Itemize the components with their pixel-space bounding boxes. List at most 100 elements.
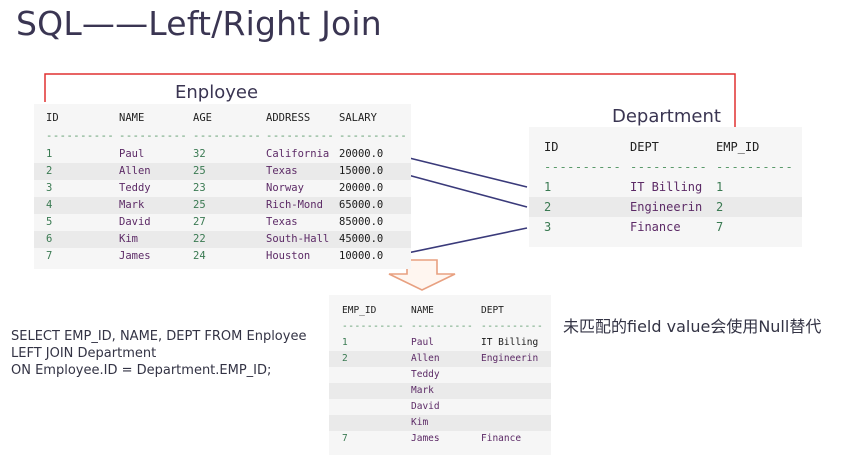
down-arrow-icon <box>388 259 456 291</box>
sql-line: ON Employee.ID = Department.EMP_ID; <box>11 363 272 378</box>
null-note: 未匹配的field value会使用Null替代 <box>563 317 822 336</box>
table-row: 4 Mark 25 Rich-Mond 65000.0 <box>34 197 411 214</box>
result-emp-id-cell: 2 <box>342 353 348 364</box>
table-row: 6 Kim 22 South-Hall 45000.0 <box>34 231 411 248</box>
employee-age-cell: 23 <box>193 182 206 194</box>
employee-age-cell: 32 <box>193 148 206 160</box>
column-header: ID <box>46 112 59 124</box>
column-divider: ---------- <box>193 130 262 142</box>
column-header: EMP_ID <box>342 305 377 316</box>
column-divider: ---------- <box>342 321 405 332</box>
table-row: Mark <box>329 383 551 399</box>
result-dept-cell: Engineerin <box>481 353 539 364</box>
employee-salary-cell: 15000.0 <box>339 165 384 177</box>
employee-name-cell: David <box>119 216 151 228</box>
department-dept-cell: Finance <box>630 220 681 234</box>
employee-id-cell: 3 <box>46 182 53 194</box>
employee-name-cell: James <box>119 250 151 262</box>
department-dept-cell: Engineerin <box>630 200 703 214</box>
column-divider: ---------- <box>339 130 408 142</box>
employee-salary-cell: 85000.0 <box>339 216 384 228</box>
sql-line: LEFT JOIN Department <box>11 346 157 361</box>
table-row: Teddy <box>329 367 551 383</box>
connector-line-3 <box>392 227 528 257</box>
employee-address-cell: Norway <box>266 182 304 194</box>
employee-age-cell: 24 <box>193 250 206 262</box>
employee-salary-cell: 65000.0 <box>339 199 384 211</box>
employee-salary-cell: 20000.0 <box>339 148 384 160</box>
employee-address-cell: California <box>266 148 330 160</box>
table-row: 2 Engineerin 2 <box>529 197 802 217</box>
table-row: 5 David 27 Texas 85000.0 <box>34 214 411 231</box>
join-bracket <box>44 73 736 127</box>
employee-table-label: Enployee <box>175 82 259 103</box>
table-header-row: ID NAME AGE ADDRESS SALARY <box>34 110 411 127</box>
result-name-cell: David <box>411 401 440 412</box>
table-row: 7 James Finance <box>329 431 551 447</box>
table-header-row: EMP_ID NAME DEPT <box>329 303 551 319</box>
table-row: 2 Allen Engineerin <box>329 351 551 367</box>
department-id-cell: 2 <box>544 200 552 214</box>
result-emp-id-cell: 7 <box>342 433 348 444</box>
table-divider-row: ---------- ---------- ---------- <box>329 319 551 335</box>
table-row: 3 Finance 7 <box>529 217 802 237</box>
result-emp-id-cell: 1 <box>342 337 348 348</box>
result-name-cell: Mark <box>411 385 434 396</box>
employee-id-cell: 6 <box>46 233 53 245</box>
table-row: 1 Paul 32 California 20000.0 <box>34 146 411 163</box>
sql-query: SELECT EMP_ID, NAME, DEPT FROM Enployee … <box>11 328 306 379</box>
employee-name-cell: Teddy <box>119 182 151 194</box>
column-header: NAME <box>411 305 434 316</box>
column-header: ID <box>544 140 559 154</box>
result-name-cell: Teddy <box>411 369 440 380</box>
employee-name-cell: Allen <box>119 165 151 177</box>
column-divider: ---------- <box>481 321 544 332</box>
employee-id-cell: 1 <box>46 148 53 160</box>
table-divider-row: ---------- ---------- ---------- -------… <box>34 128 411 145</box>
employee-age-cell: 22 <box>193 233 206 245</box>
table-row: David <box>329 399 551 415</box>
column-divider: ---------- <box>266 130 335 142</box>
department-emp-id-cell: 2 <box>716 200 724 214</box>
employee-id-cell: 4 <box>46 199 53 211</box>
table-header-row: ID DEPT EMP_ID <box>529 137 802 157</box>
sql-line: SELECT EMP_ID, NAME, DEPT FROM Enployee <box>11 329 307 344</box>
employee-name-cell: Paul <box>119 148 145 160</box>
department-emp-id-cell: 1 <box>716 180 724 194</box>
column-header: NAME <box>119 112 145 124</box>
department-table-label: Department <box>612 106 721 127</box>
employee-address-cell: Texas <box>266 165 298 177</box>
table-row: 1 Paul IT Billing <box>329 335 551 351</box>
column-divider: ---------- <box>716 160 794 174</box>
employee-id-cell: 7 <box>46 250 53 262</box>
connector-line-2 <box>392 170 528 208</box>
result-name-cell: Paul <box>411 337 434 348</box>
table-row: Kim <box>329 415 551 431</box>
column-header: AGE <box>193 112 212 124</box>
department-table: ID DEPT EMP_ID ---------- ---------- ---… <box>529 127 802 247</box>
column-divider: ---------- <box>46 130 115 142</box>
employee-name-cell: Kim <box>119 233 138 245</box>
employee-id-cell: 5 <box>46 216 53 228</box>
connector-line-1 <box>392 153 528 188</box>
column-header: EMP_ID <box>716 140 760 154</box>
employee-salary-cell: 20000.0 <box>339 182 384 194</box>
result-dept-cell: IT Billing <box>481 337 539 348</box>
table-divider-row: ---------- ---------- ---------- <box>529 157 802 177</box>
slide-title: SQL——Left/Right Join <box>16 4 382 43</box>
column-divider: ---------- <box>544 160 622 174</box>
employee-age-cell: 25 <box>193 199 206 211</box>
table-row: 7 James 24 Houston 10000.0 <box>34 248 411 265</box>
employee-salary-cell: 45000.0 <box>339 233 384 245</box>
department-id-cell: 3 <box>544 220 552 234</box>
employee-address-cell: Houston <box>266 250 311 262</box>
result-name-cell: James <box>411 433 440 444</box>
column-header: DEPT <box>630 140 659 154</box>
table-row: 1 IT Billing 1 <box>529 177 802 197</box>
result-name-cell: Allen <box>411 353 440 364</box>
result-table: EMP_ID NAME DEPT ---------- ---------- -… <box>329 295 551 455</box>
employee-age-cell: 25 <box>193 165 206 177</box>
result-dept-cell: Finance <box>481 433 522 444</box>
column-header: DEPT <box>481 305 504 316</box>
department-emp-id-cell: 7 <box>716 220 724 234</box>
